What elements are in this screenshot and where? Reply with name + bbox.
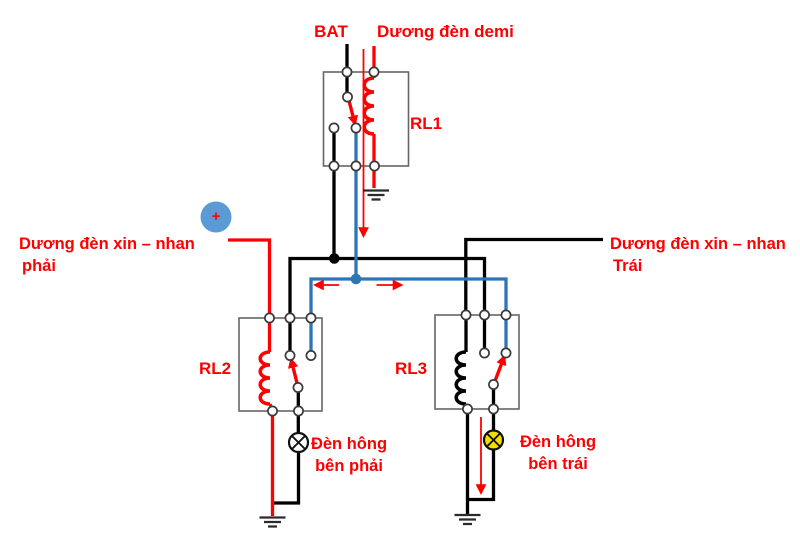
right-lamp-label-line1: Đèn hông bbox=[310, 435, 388, 453]
rl2-label: RL2 bbox=[199, 359, 232, 378]
rl1-switch-arm bbox=[347, 101, 359, 127]
rl3-terminals bbox=[460, 309, 512, 415]
right-feed-label: Dương đèn xin – nhan Trái bbox=[610, 233, 786, 277]
right-lamp-label: Đèn hông bên phải bbox=[309, 433, 389, 477]
rl1-ground-icon bbox=[363, 189, 389, 201]
black-bus-junction-dot bbox=[329, 253, 340, 264]
blue-bus-junction-dot bbox=[350, 273, 362, 285]
rl2-switch-arm bbox=[288, 357, 299, 384]
rl1-terminals bbox=[328, 66, 380, 172]
left-lamp-label-line1: Đèn hông bbox=[519, 433, 597, 451]
rl3-coil bbox=[454, 350, 467, 406]
rl2-ground-icon bbox=[259, 516, 286, 528]
right-feed-label-line2: Trái bbox=[613, 257, 643, 275]
right-feed-label-line1: Dương đèn xin – nhan bbox=[610, 235, 786, 253]
relay-rl2-box bbox=[238, 317, 323, 412]
right-side-lamp-icon bbox=[287, 431, 310, 454]
left-lamp-label-line2: bên trái bbox=[528, 455, 588, 473]
demi-feed-label: Dương đèn demi bbox=[377, 22, 514, 41]
current-flow-arrows bbox=[313, 49, 487, 495]
left-lamp-label: Đèn hông bên trái bbox=[517, 431, 599, 475]
rl2-coil bbox=[258, 350, 271, 406]
rl3-ground-icon bbox=[454, 513, 481, 526]
left-feed-label-line1: Dương đèn xin – nhan bbox=[19, 235, 195, 253]
left-feed-label-line2: phải bbox=[22, 257, 56, 275]
battery-positive-icon bbox=[200, 201, 232, 233]
bat-label: BAT bbox=[314, 22, 348, 41]
left-side-lamp-icon bbox=[482, 429, 505, 451]
rl1-coil bbox=[362, 76, 375, 136]
rl3-switch-arm bbox=[493, 354, 507, 382]
rl2-terminals bbox=[264, 312, 317, 417]
rl3-label: RL3 bbox=[395, 359, 428, 378]
battery-plus-label: + bbox=[211, 208, 221, 225]
right-lamp-label-line2: bên phải bbox=[315, 457, 383, 475]
rl1-label: RL1 bbox=[410, 114, 443, 133]
left-feed-label: Dương đèn xin – nhan phải bbox=[19, 233, 195, 277]
